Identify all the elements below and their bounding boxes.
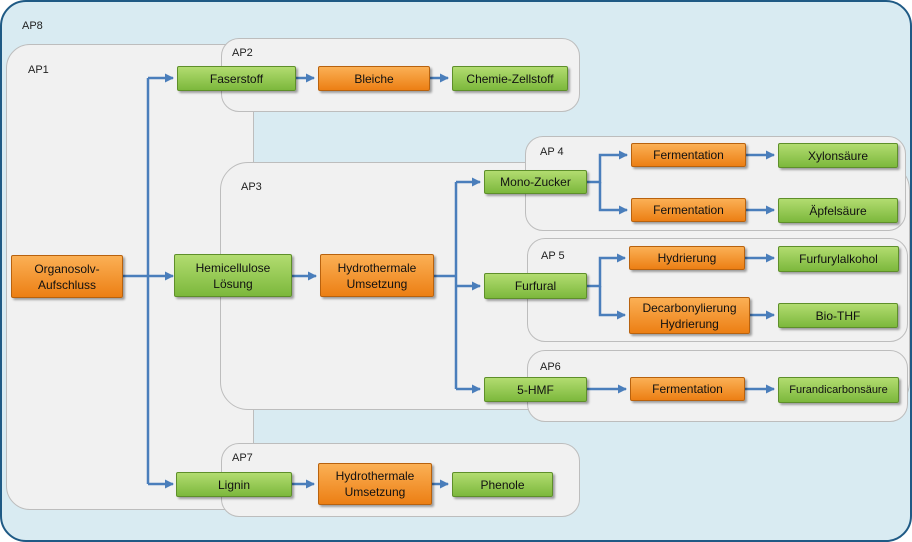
node-5-hmf: 5-HMF (484, 377, 587, 402)
ap1-label: AP1 (28, 64, 49, 76)
ap3-label: AP3 (241, 181, 262, 193)
node-aepfelsaeure: Äpfelsäure (778, 198, 898, 223)
node-fermentation-2: Fermentation (631, 198, 746, 222)
node-phenole: Phenole (452, 472, 553, 497)
node-chemie-zellstoff: Chemie-Zellstoff (452, 66, 568, 91)
node-xylonsaeure: Xylonsäure (778, 143, 898, 168)
node-hydrothermale-umsetzung-2: Hydrothermale Umsetzung (318, 463, 432, 505)
node-bio-thf: Bio-THF (778, 303, 898, 328)
arrow-to-decarbonylierung (598, 286, 626, 320)
node-decarbonylierung-hydrierung: Decarbonylierung Hydrierung (629, 297, 750, 334)
node-furfural: Furfural (484, 273, 587, 299)
arrow-to-fermentation-1 (587, 150, 628, 184)
node-faserstoff: Faserstoff (177, 66, 296, 91)
ap8-label: AP8 (22, 20, 43, 32)
ap5-label: AP 5 (541, 250, 565, 262)
ap4-label: AP 4 (540, 146, 564, 158)
node-hemicellulose-loesung: Hemicellulose Lösung (174, 254, 292, 297)
node-fermentation-1: Fermentation (631, 143, 746, 167)
node-organosolv-aufschluss: Organosolv- Aufschluss (11, 255, 123, 298)
node-mono-zucker: Mono-Zucker (484, 170, 587, 194)
node-lignin: Lignin (176, 472, 292, 497)
node-furfurylalkohol: Furfurylalkohol (778, 246, 899, 272)
ap6-label: AP6 (540, 361, 561, 373)
node-bleiche: Bleiche (318, 66, 430, 91)
ap7-label: AP7 (232, 452, 253, 464)
arrow-to-fermentation-2 (598, 182, 628, 215)
node-hydrothermale-umsetzung-1: Hydrothermale Umsetzung (320, 254, 434, 297)
node-hydrierung: Hydrierung (629, 246, 745, 270)
arrow-to-hydrierung (587, 253, 626, 288)
node-furandicarbonsaeure: Furandicarbonsäure (778, 377, 899, 403)
ap2-label: AP2 (232, 47, 253, 59)
node-fermentation-3: Fermentation (630, 377, 745, 401)
